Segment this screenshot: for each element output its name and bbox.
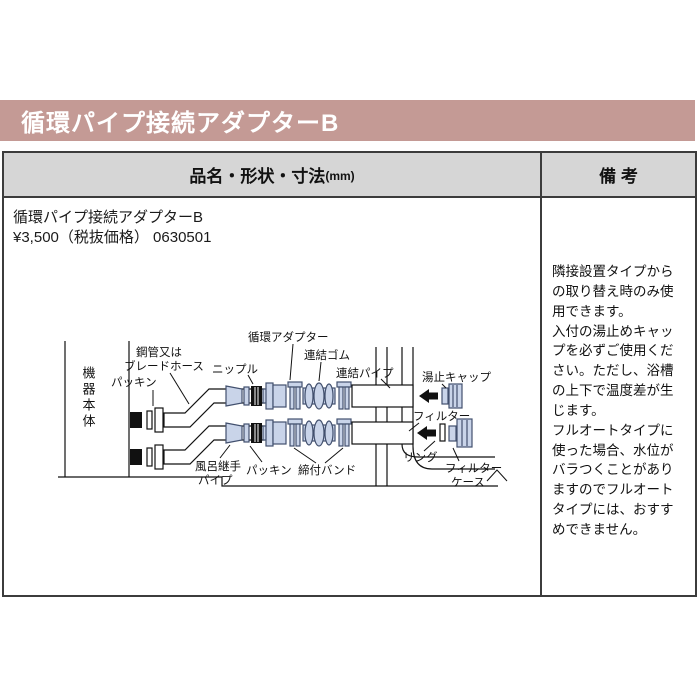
component-train-bottom (225, 418, 352, 447)
ring-part (439, 423, 446, 442)
product-name: 循環パイプ接続アダプターB (13, 209, 204, 226)
hot-water-stop-cap (441, 383, 463, 409)
product-cell: 循環パイプ接続アダプターB ¥3,500（税抜価格） 0630501 (4, 198, 542, 595)
spec-table: 品名・形状・寸法(mm) 備 考 循環パイプ接続アダプターB ¥3,500（税抜… (2, 151, 697, 597)
packing-ring-top-2 (154, 407, 164, 433)
header-remarks: 備 考 (542, 153, 695, 196)
leader-filter-case (452, 447, 460, 462)
diagram-label-filter: フィルター (413, 410, 470, 423)
diagram-label-koukan-2: ブレードホース (124, 359, 204, 373)
leader-band (293, 447, 344, 464)
diagram-label-filter-case-1: フィルター (445, 462, 502, 475)
diagram-label-shimetsuke-band: 締付バンド (298, 463, 356, 477)
leader-filter (408, 422, 420, 432)
remarks-text: 隣接設置タイプからの取り替え時のみ使用できます。 入付の湯止めキャップを必ずご使… (552, 264, 674, 537)
diagram-label-yudome-cap: 湯止キャップ (422, 371, 491, 384)
diagram-label-nipple: ニップル (212, 363, 258, 376)
tub-support-mark (486, 469, 508, 482)
arrow-left-top (419, 389, 438, 403)
nipple-part-bottom (251, 423, 262, 443)
diagram-label-kiki-hontai: 機器本体 (81, 366, 96, 430)
leader-furo-pipe (219, 444, 231, 459)
product-info: 循環パイプ接続アダプターB ¥3,500（税抜価格） 0630501 (4, 198, 540, 249)
component-train-top (225, 381, 352, 410)
connecting-pipe-bottom (351, 421, 414, 445)
diagram-label-filter-case-2: ケース (451, 476, 485, 489)
leader-cap (441, 383, 447, 389)
leader-packing-bottom (249, 445, 263, 463)
floor-step-line (58, 476, 498, 487)
header-name-shape-dims-label: 品名・形状・寸法 (189, 167, 326, 186)
diagram-label-renketsu-pipe: 連結パイプ (336, 366, 394, 380)
diagram-label-koukan-1: 鋼管又は (136, 345, 182, 359)
wall-connector-top (130, 412, 142, 428)
diagram-label-junkan-adapter: 循環アダプター (248, 330, 329, 344)
header-unit-label: (mm) (325, 169, 355, 183)
section-title: 循環パイプ接続アダプターB (21, 110, 340, 137)
leader-hose (169, 372, 190, 405)
diagram-label-furo-tsugite-2: パイプ (198, 474, 233, 487)
leader-ring (423, 440, 436, 452)
diagram-label-pakkin-bottom: パッキン (246, 464, 292, 477)
connecting-pipe-top (351, 384, 414, 408)
leader-gomu (318, 361, 322, 382)
product-price: ¥3,500（税抜価格） 0630501 (13, 229, 212, 247)
header-remarks-label: 備 考 (599, 167, 638, 186)
filter-case-part (448, 418, 473, 448)
leader-renketsu-pipe (380, 378, 391, 389)
packing-ring-bottom-2 (154, 444, 164, 470)
diagram-label-renketsu-gomu: 連結ゴム (304, 348, 350, 362)
arrow-left-bottom (417, 426, 436, 440)
section-title-bar: 循環パイプ接続アダプターB (0, 100, 695, 141)
diagram-label-furo-tsugite-1: 風呂継手 (195, 459, 241, 473)
leader-adapter (289, 343, 294, 381)
diagram-label-ring: リング (403, 450, 438, 464)
packing-ring-top-1 (146, 410, 153, 430)
packing-ring-bottom-1 (146, 447, 153, 467)
table-header-row: 品名・形状・寸法(mm) 備 考 (4, 153, 695, 198)
product-diagram: 機器本体 パッキン 鋼管又は ブレードホース ニップル 循環アダプター 連結ゴム… (58, 330, 508, 489)
leader-nipple (247, 374, 254, 385)
diagram-label-pakkin-top: パッキン (111, 376, 157, 389)
table-body-row: 循環パイプ接続アダプターB ¥3,500（税抜価格） 0630501 (4, 198, 695, 595)
remarks-cell: 隣接設置タイプからの取り替え時のみ使用できます。 入付の湯止めキャップを必ずご使… (542, 198, 695, 595)
nipple-part-top (251, 386, 262, 406)
wall-connector-bottom (130, 449, 142, 465)
tub-shell-line-2 (412, 347, 495, 470)
header-name-shape-dims: 品名・形状・寸法(mm) (4, 153, 542, 196)
